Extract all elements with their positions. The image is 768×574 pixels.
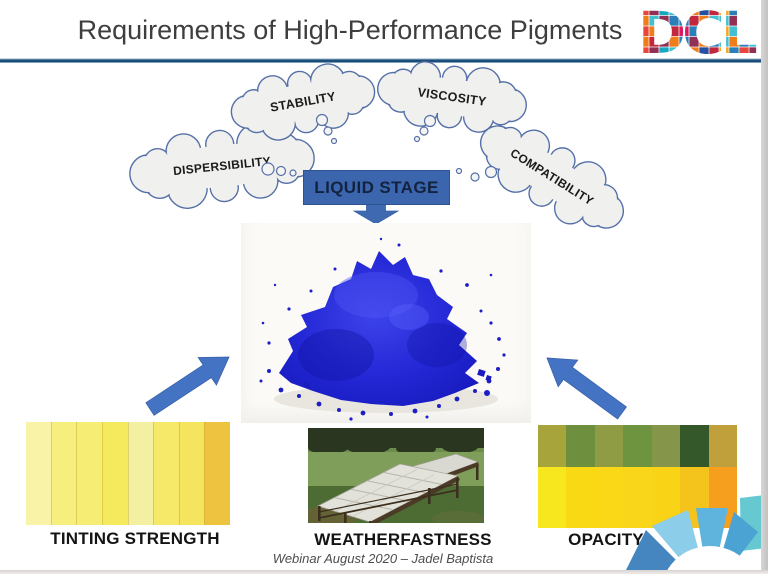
opacity-cell [708, 425, 737, 467]
right-edge [761, 0, 768, 574]
opacity-cell [594, 467, 624, 528]
opacity-top-row [538, 425, 737, 467]
footer-credit: Webinar August 2020 – Jadel Baptista [272, 551, 494, 566]
bottom-edge [0, 570, 768, 574]
opacity-image [538, 425, 737, 528]
opacity-cell [623, 425, 652, 467]
thought-bubble-dot [315, 113, 329, 127]
thought-bubble-dot [275, 165, 287, 177]
thought-bubble-dot [419, 126, 429, 136]
opacity-cell [680, 425, 709, 467]
opacity-cell [566, 467, 595, 528]
tint-strip [76, 422, 102, 525]
opacity-bottom-row [538, 467, 737, 528]
thought-bubble-dot [330, 137, 338, 145]
thought-bubble-dot [484, 165, 498, 179]
thought-cloud-viscosity: VISCOSITY [377, 61, 527, 133]
tint-strip [101, 422, 128, 525]
arrow-up-right [145, 356, 230, 416]
thought-bubble-dot [470, 172, 480, 182]
arrow-down [352, 201, 400, 225]
label-opacity: OPACITY [568, 530, 644, 549]
opacity-cell [594, 425, 624, 467]
tint-strip [178, 422, 205, 525]
tint-strip [50, 422, 77, 525]
liquid-stage-box: LIQUID STAGE [303, 170, 450, 205]
tinting-strength-image [26, 422, 230, 525]
blue-pigment-powder-image [241, 223, 531, 423]
weatherfastness-image [300, 428, 484, 527]
opacity-cell [651, 425, 681, 467]
thought-bubble-dot [289, 169, 297, 177]
opacity-cell [538, 425, 567, 467]
liquid-stage-label: LIQUID STAGE [314, 177, 439, 197]
thought-bubble-dot [413, 135, 421, 143]
title-divider [0, 58, 768, 63]
thought-cloud-stability: STABILITY [230, 63, 376, 141]
tint-strip [26, 422, 51, 525]
label-weatherfastness: WEATHERFASTNESS [314, 530, 492, 549]
blue-pigment-pile [259, 237, 506, 421]
weathering-rack-photo [300, 428, 484, 527]
opacity-cell [566, 425, 595, 467]
corner-decoration [626, 495, 766, 574]
page-title: Requirements of High-Performance Pigment… [77, 15, 623, 45]
tint-strip [127, 422, 154, 525]
thought-bubble-dot [323, 126, 333, 136]
opacity-cell [623, 467, 652, 528]
arrow-up-left [546, 357, 627, 420]
thought-bubble-dot [423, 114, 437, 128]
thought-cloud-compatibility: COMPATIBILITY [479, 125, 625, 229]
tint-strip [204, 422, 230, 525]
opacity-cell [538, 467, 567, 528]
tint-strip [153, 422, 179, 525]
thought-bubble-dot [261, 162, 275, 176]
label-tinting-strength: TINTING STRENGTH [50, 529, 220, 548]
thought-bubble-dot [455, 167, 463, 175]
